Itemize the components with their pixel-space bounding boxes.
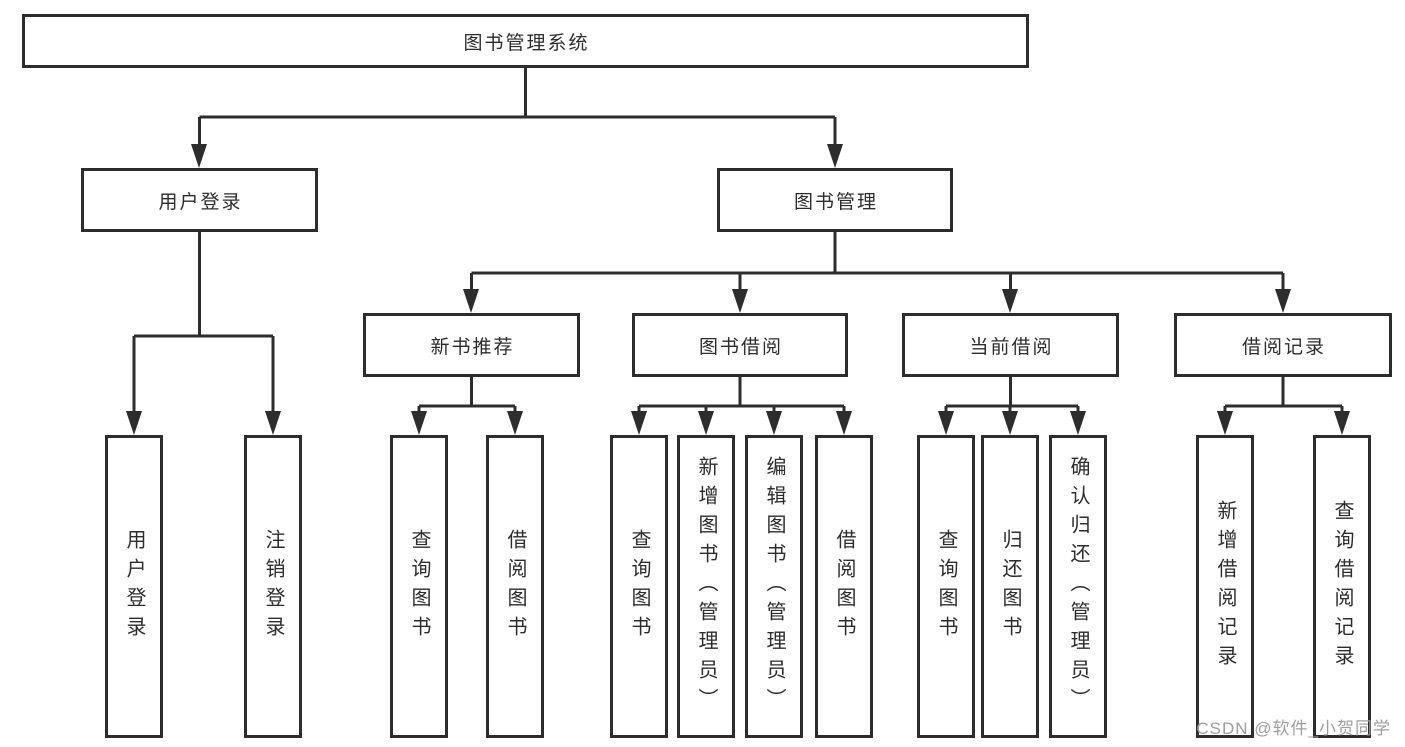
leaf-query-borrow-record: 查询借阅记录 [1313,435,1371,738]
leaf-borrow-books-recommend: 借阅图书 [486,435,544,738]
csdn-watermark: CSDN @软件_小贺同学 [1196,719,1391,738]
leaf-add-book-admin: 新增图书（管理员） [677,435,735,738]
leaf-add-borrow-record: 新增借阅记录 [1196,435,1254,738]
node-book-borrowing: 图书借阅 [632,313,848,377]
leaf-confirm-return-admin: 确认归还（管理员） [1049,435,1107,738]
leaf-edit-book-admin: 编辑图书（管理员） [745,435,803,738]
leaf-borrow-books-borrow: 借阅图书 [815,435,873,738]
node-book-management: 图书管理 [717,168,953,232]
leaf-return-book: 归还图书 [981,435,1039,738]
leaf-logout: 注销登录 [244,435,302,738]
node-user-login: 用户登录 [81,168,318,232]
leaf-query-books-borrow: 查询图书 [610,435,668,738]
leaf-query-books-recommend: 查询图书 [390,435,448,738]
node-root: 图书管理系统 [22,14,1029,68]
node-new-book-recommendation: 新书推荐 [363,313,580,377]
leaf-query-books-current: 查询图书 [917,435,975,738]
leaf-user-login: 用户登录 [105,435,163,738]
node-current-borrowing: 当前借阅 [902,313,1119,377]
node-borrowing-records: 借阅记录 [1174,313,1392,377]
